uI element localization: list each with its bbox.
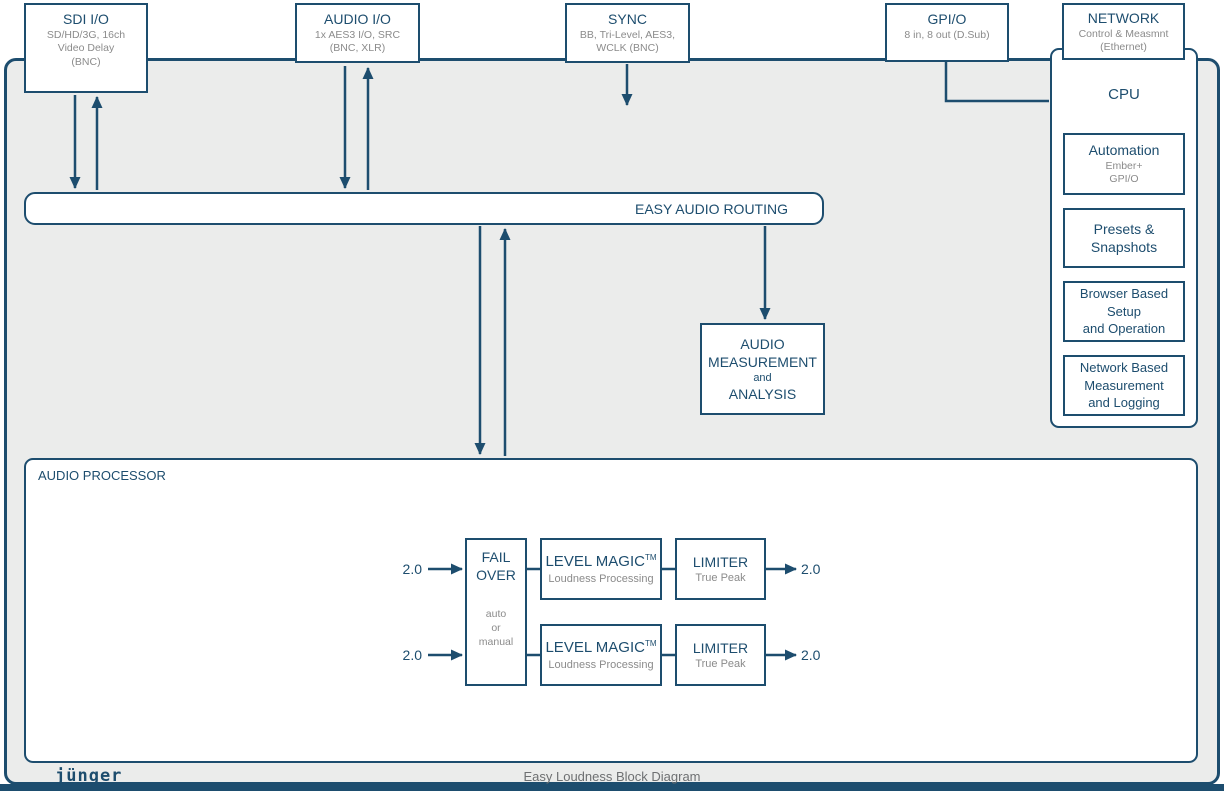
cpu-title: CPU [1108,86,1140,103]
limiter-box-row1: LIMITER True Peak [675,538,766,600]
audio-io-title: AUDIO I/O [324,11,391,27]
level-magic-subtitle: Loudness Processing [548,572,654,585]
output-label-row1: 2.0 [801,561,821,577]
input-label-row1: 2.0 [402,561,422,577]
output-label-row2: 2.0 [801,647,821,663]
gpio-title: GPI/O [927,11,967,27]
failover-mode-line: or [491,622,501,635]
level-magic-title-text: LEVEL MAGIC [545,553,645,571]
measurement-line: ANALYSIS [728,386,797,403]
level-magic-title: LEVEL MAGICTM [545,638,656,658]
sync-title: SYNC [608,11,647,27]
cpu-presets-box: Presets & Snapshots [1063,208,1185,268]
failover-title-line: FAIL [481,549,511,565]
limiter-subtitle: True Peak [695,657,746,670]
network-measurement-line: Measurement [1084,377,1164,393]
sync-sub-line: WCLK (BNC) [596,42,659,55]
audio-io-sub-line: 1x AES3 I/O, SRC [314,28,401,41]
network-title: NETWORK [1087,10,1160,26]
sync-sub-line: BB, Tri-Level, AES3, [579,28,676,41]
level-magic-title-text: LEVEL MAGIC [545,639,645,657]
easy-audio-routing-label: EASY AUDIO ROUTING [635,200,788,217]
cpu-browser-setup-box: Browser Based Setup and Operation [1063,281,1185,342]
failover-mode-line: auto [485,608,507,621]
cpu-network-measurement-box: Network Based Measurement and Logging [1063,355,1185,416]
junger-logo: jünger [55,766,123,786]
cpu-automation-box: Automation Ember+ GPI/O [1063,133,1185,195]
sync-box: SYNC BB, Tri-Level, AES3, WCLK (BNC) [565,3,690,63]
sdi-io-sub-line: Video Delay [57,42,115,55]
sdi-io-box: SDI I/O SD/HD/3G, 16ch Video Delay (BNC) [24,3,148,93]
sdi-io-title: SDI I/O [63,11,109,27]
level-magic-title: LEVEL MAGICTM [545,552,656,572]
level-magic-subtitle: Loudness Processing [548,658,654,671]
measurement-line: MEASUREMENT [708,353,817,370]
trademark-mark: TM [644,553,657,563]
presets-line: Presets & [1093,220,1155,237]
network-measurement-line: Network Based [1079,360,1169,376]
automation-sub-line: GPI/O [1109,173,1139,186]
failover-box: FAIL OVER auto or manual [465,538,527,686]
level-magic-box-row1: LEVEL MAGICTM Loudness Processing [540,538,662,600]
browser-setup-line: Browser Based [1079,286,1169,302]
input-label-row2: 2.0 [402,647,422,663]
trademark-mark: TM [644,639,657,649]
audio-io-sub-line: (BNC, XLR) [329,42,386,55]
failover-mode-line: manual [478,635,514,648]
audio-processor-label: AUDIO PROCESSOR [38,468,166,483]
failover-title-line: OVER [476,567,516,584]
automation-title: Automation [1088,142,1160,158]
network-box: NETWORK Control & Measmnt (Ethernet) [1062,3,1185,60]
network-sub-line: Control & Measmnt [1078,27,1169,40]
sdi-io-sub-line: (BNC) [71,55,101,68]
gpio-box: GPI/O 8 in, 8 out (D.Sub) [885,3,1009,62]
diagram-caption: Easy Loudness Block Diagram [523,769,701,784]
sdi-io-sub-line: SD/HD/3G, 16ch [46,28,126,41]
measurement-line: and [753,371,772,384]
measurement-line: AUDIO [740,335,785,352]
browser-setup-line: and Operation [1082,321,1166,337]
network-measurement-line: and Logging [1088,395,1160,411]
limiter-title: LIMITER [692,639,749,656]
easy-audio-routing-bar: EASY AUDIO ROUTING [24,192,824,225]
limiter-box-row2: LIMITER True Peak [675,624,766,686]
audio-processor-container: AUDIO PROCESSOR [24,458,1198,763]
automation-sub-line: Ember+ [1105,159,1143,172]
gpio-sub-line: 8 in, 8 out (D.Sub) [904,28,990,41]
audio-measurement-box: AUDIO MEASUREMENT and ANALYSIS [700,323,825,415]
limiter-title: LIMITER [692,553,749,570]
network-sub-line: (Ethernet) [1100,41,1147,54]
footer-accent-bar [0,784,1224,791]
level-magic-box-row2: LEVEL MAGICTM Loudness Processing [540,624,662,686]
limiter-subtitle: True Peak [695,571,746,584]
presets-line: Snapshots [1090,239,1158,255]
audio-io-box: AUDIO I/O 1x AES3 I/O, SRC (BNC, XLR) [295,3,420,63]
browser-setup-line: Setup [1107,303,1141,319]
